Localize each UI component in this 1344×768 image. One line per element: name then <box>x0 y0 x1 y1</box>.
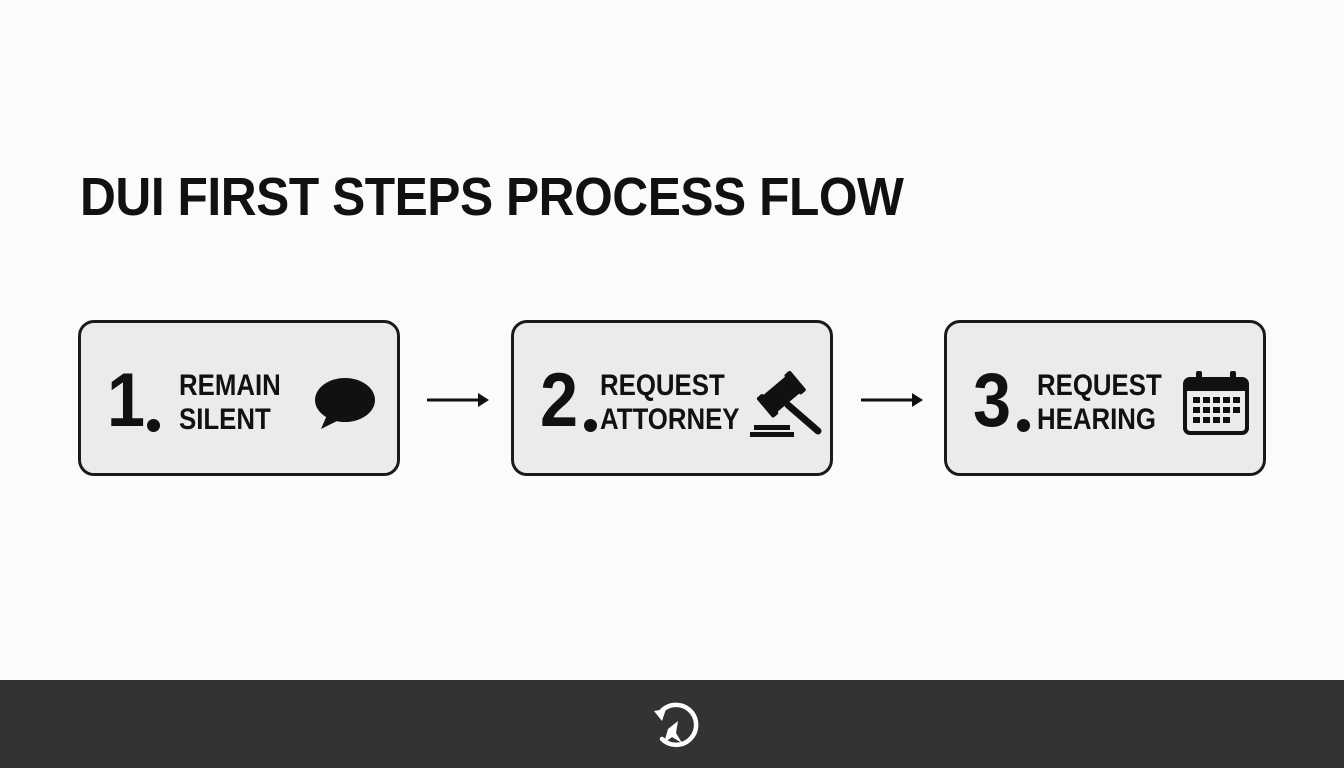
step-label-line2: ATTORNEY <box>600 403 740 436</box>
step-number-dot <box>584 419 597 432</box>
step-3-box: 3 REQUEST HEARING <box>944 320 1266 476</box>
logo-icon <box>648 699 700 751</box>
step-label: REQUEST ATTORNEY <box>600 369 740 437</box>
step-number: 2 <box>540 358 579 443</box>
page-title: DUI FIRST STEPS PROCESS FLOW <box>80 167 904 227</box>
arrow-right-icon <box>861 393 923 407</box>
step-number: 3 <box>973 358 1012 443</box>
gavel-icon <box>748 369 824 439</box>
footer-bar <box>0 680 1344 768</box>
step-label: REMAIN SILENT <box>179 369 281 437</box>
step-label-line1: REMAIN <box>179 369 281 402</box>
step-number-dot <box>147 419 160 432</box>
calendar-icon <box>1181 369 1251 437</box>
step-1-box: 1 REMAIN SILENT <box>78 320 400 476</box>
step-number-dot <box>1017 419 1030 432</box>
step-number: 1 <box>107 358 146 443</box>
step-2-box: 2 REQUEST ATTORNEY <box>511 320 833 476</box>
step-label-line1: REQUEST <box>600 369 725 402</box>
step-label: REQUEST HEARING <box>1037 369 1162 437</box>
step-label-line2: SILENT <box>179 403 271 436</box>
step-label-line2: HEARING <box>1037 403 1156 436</box>
step-label-line1: REQUEST <box>1037 369 1162 402</box>
slide: DUI FIRST STEPS PROCESS FLOW 1 REMAIN SI… <box>78 167 1266 476</box>
speech-bubble-icon <box>311 375 377 431</box>
arrow-right-icon <box>427 393 489 407</box>
